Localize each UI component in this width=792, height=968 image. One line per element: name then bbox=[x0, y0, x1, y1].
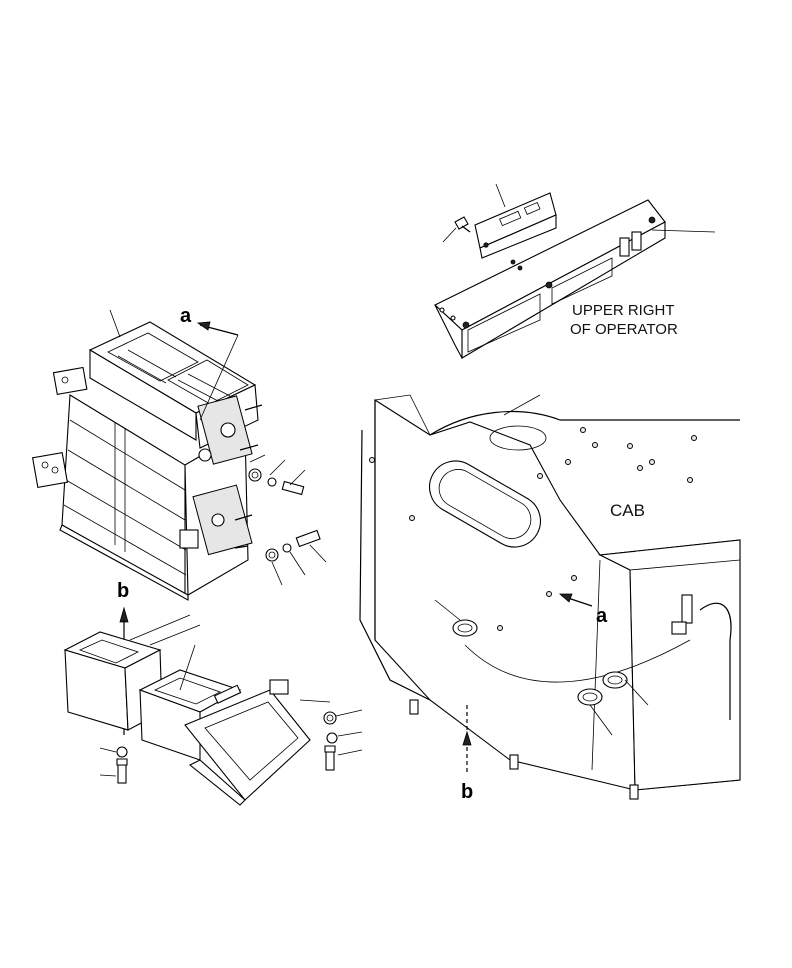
air-conditioner-unit bbox=[31, 321, 263, 601]
location-label-line2: OF OPERATOR bbox=[570, 321, 678, 338]
air-conditioner-control-panel bbox=[474, 192, 557, 271]
cab-label: CAB bbox=[610, 501, 645, 520]
duct-assembly bbox=[63, 614, 363, 806]
callout-b-cab: b bbox=[461, 781, 473, 803]
cab-body bbox=[359, 394, 741, 800]
leader-lines-panel bbox=[442, 183, 716, 243]
callout-b-left: b bbox=[117, 580, 129, 602]
callout-a-top: a bbox=[180, 305, 192, 327]
direction-arrow-b-cab bbox=[462, 705, 472, 775]
callout-a-cab: a bbox=[596, 605, 608, 627]
location-label-line1: UPPER RIGHT bbox=[572, 302, 675, 319]
panel-screw bbox=[454, 216, 471, 233]
direction-arrow-a bbox=[196, 321, 239, 421]
direction-arrow-a-cab bbox=[558, 593, 593, 607]
control-panel-bracket bbox=[434, 199, 666, 359]
unit-hardware bbox=[109, 309, 327, 586]
